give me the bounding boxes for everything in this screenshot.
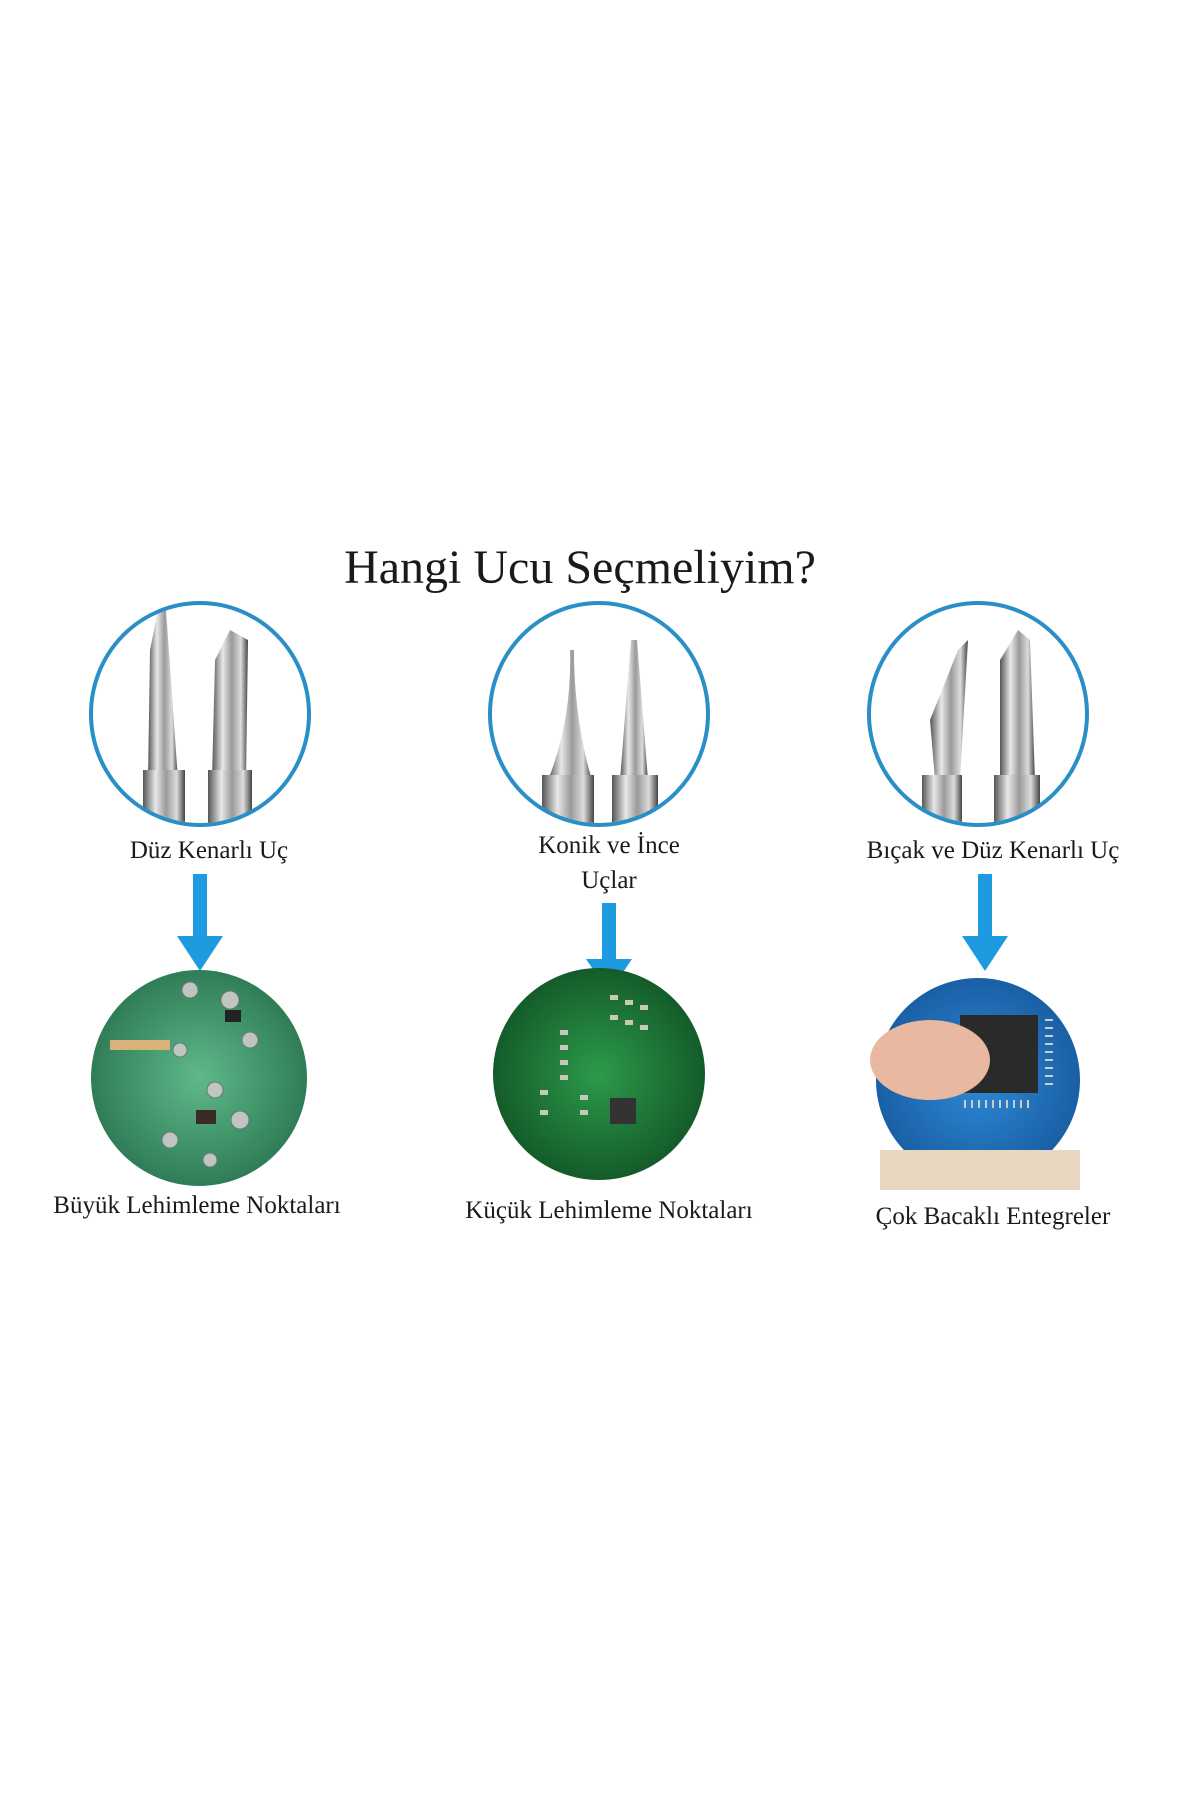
tip-label-conical-line2: Uçlar <box>581 867 637 894</box>
tip-label-conical: Konik ve İnce <box>538 832 680 859</box>
page-title: Hangi Ucu Seçmeliyim? <box>344 541 816 594</box>
use-label-ic: Çok Bacaklı Entegreler <box>875 1203 1111 1230</box>
finger <box>870 1020 990 1100</box>
large-solder-pcb-icon <box>91 970 307 1186</box>
small-solder-pcb-icon <box>493 968 705 1180</box>
use-label-large: Büyük Lehimleme Noktaları <box>53 1192 341 1219</box>
arrow-down-icon <box>962 874 1008 971</box>
tip-label-chisel: Düz Kenarlı Uç <box>129 837 289 864</box>
tip-label-knife: Bıçak ve Düz Kenarlı Uç <box>866 837 1120 864</box>
arrow-down-icon <box>177 874 223 971</box>
multi-pin-ic-icon <box>870 978 1080 1190</box>
knife-tip-icon <box>867 601 1089 827</box>
use-label-small: Küçük Lehimleme Noktaları <box>465 1197 753 1224</box>
conical-tip-icon <box>488 601 710 827</box>
chisel-tip-icon <box>89 601 311 827</box>
